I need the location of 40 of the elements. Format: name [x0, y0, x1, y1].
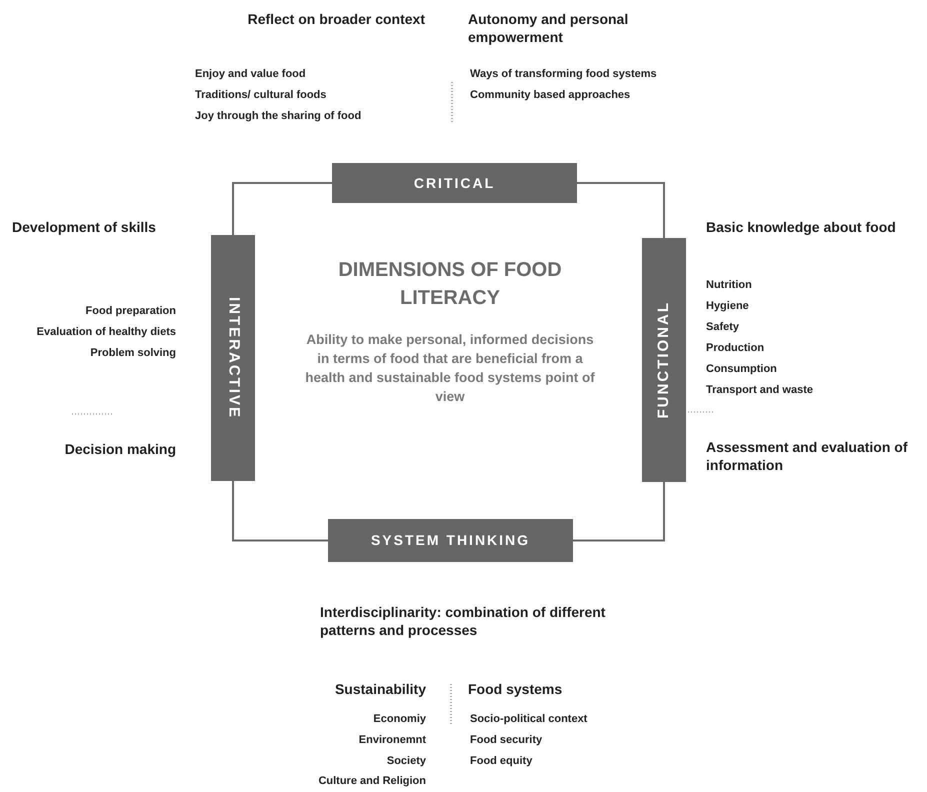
list-item: Socio-political context [470, 712, 588, 726]
heading-text: Basic knowledge about food [706, 218, 897, 236]
dimension-bar: CRITICAL [332, 163, 577, 203]
connector-line [573, 482, 665, 542]
heading-text: Food systems [468, 680, 564, 698]
list-item: Food equity [470, 754, 534, 768]
description-text: Ability to make personal, informed decisions in terms of food that are beneficial from a health and sustainable food systems point of view [304, 331, 596, 406]
list-item: Society [386, 754, 426, 768]
diagram-title: DIMENSIONS OF FOOD LITERACY [337, 258, 563, 311]
list-item: Food preparation [84, 304, 176, 318]
dimension-bar: INTERACTIVE [211, 235, 255, 481]
list-item: Safety [706, 320, 740, 334]
connector-line [232, 182, 332, 235]
list-item: Production [706, 341, 766, 355]
list-item: Economiy [372, 712, 426, 726]
list-item: Community based approaches [470, 88, 632, 102]
heading-text: Interdisciplinarity: combination of different patterns and processes [320, 603, 606, 639]
dimension-bar: FUNCTIONAL [642, 238, 686, 482]
list-item: Enjoy and value food [195, 67, 307, 81]
heading-text: Decision making [64, 440, 176, 458]
list-item: Evaluation of healthy diets [36, 325, 176, 339]
dimension-bar: SYSTEM THINKING [328, 519, 573, 562]
list-item: Transport and waste [706, 383, 814, 397]
list-item: Food security [470, 733, 544, 747]
list-item: Consumption [706, 362, 778, 376]
list-item: Traditions/ cultural foods [195, 88, 328, 102]
connector-line [232, 481, 328, 542]
list-item: Ways of transforming food systems [470, 67, 658, 81]
list-item: Problem solving [89, 346, 176, 360]
connector-line [577, 182, 665, 238]
list-item: Environemnt [358, 733, 426, 747]
list-item: Nutrition [706, 278, 753, 292]
heading-text: Development of skills [12, 218, 157, 236]
heading-text: Assessment and evaluation of information [706, 438, 909, 474]
list-item: Culture and Religion [317, 774, 426, 788]
heading-text: Autonomy and personal empowerment [468, 10, 630, 46]
heading-text: Sustainability [334, 680, 426, 698]
list-item: Hygiene [706, 299, 750, 313]
list-item: Joy through the sharing of food [195, 109, 362, 123]
heading-text: Reflect on broader context [246, 10, 425, 28]
